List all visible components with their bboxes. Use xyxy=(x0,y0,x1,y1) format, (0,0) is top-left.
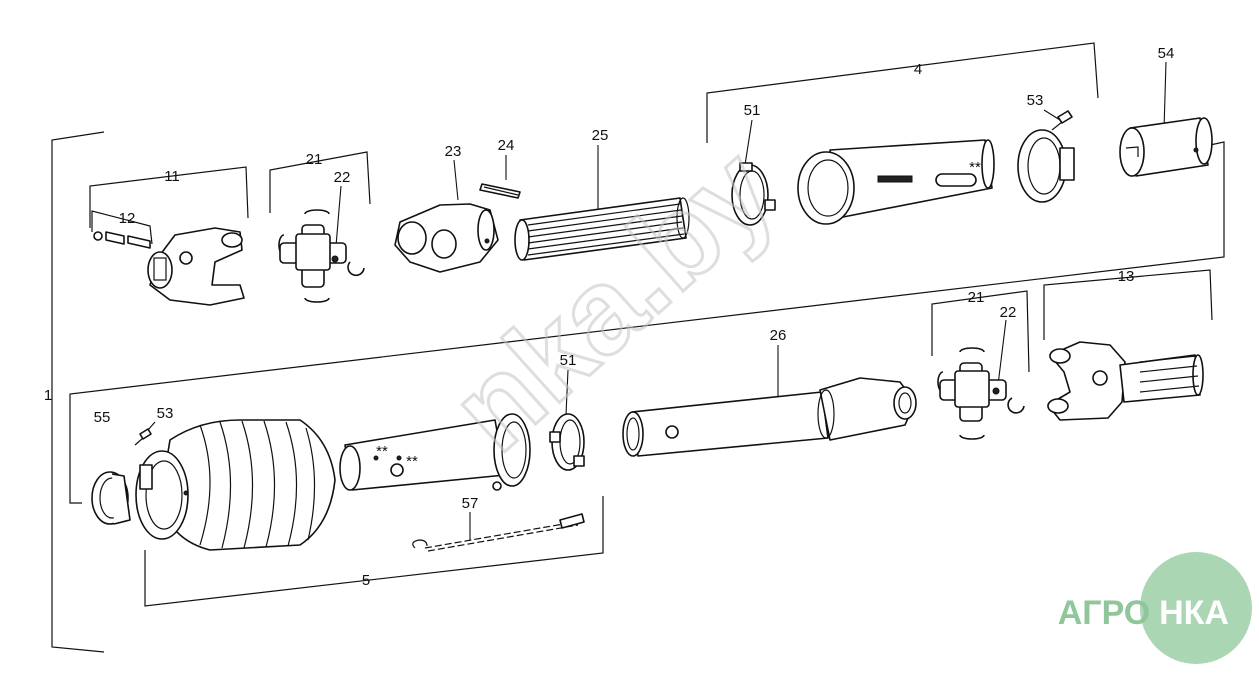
bracket-21-right xyxy=(931,290,1030,373)
part-24-spring-pin xyxy=(479,183,521,199)
part-12-pin-set xyxy=(93,231,151,249)
callout-21-right: 21 xyxy=(968,289,985,306)
callout-21-left: 21 xyxy=(306,151,323,168)
bracket-12 xyxy=(91,210,153,245)
part-25-spline-shaft xyxy=(514,197,690,261)
callout-55: 55 xyxy=(94,409,111,426)
callout-24: 24 xyxy=(498,137,515,154)
callout-53-lower: 53 xyxy=(157,405,174,422)
part-11-yoke xyxy=(147,227,245,306)
part-51-bearing-ring-lower xyxy=(549,413,585,471)
callout-12: 12 xyxy=(119,210,136,227)
callout-13: 13 xyxy=(1118,268,1135,285)
part-51-bearing-ring-upper xyxy=(731,162,776,226)
callout-57: 57 xyxy=(462,495,479,512)
callout-26: 26 xyxy=(770,327,787,344)
logo-agronka: АГРО НКА xyxy=(1058,552,1252,664)
part-55-collar xyxy=(91,471,131,525)
bracket-11 xyxy=(89,166,249,228)
part-guard-tube-upper xyxy=(797,139,995,225)
leader-lines xyxy=(147,61,1167,540)
star-mark-upper: ** xyxy=(969,159,981,176)
callout-25: 25 xyxy=(592,127,609,144)
star-mark-lower-a: ** xyxy=(376,443,388,460)
callout-22-right: 22 xyxy=(1000,304,1017,321)
part-bellows-guard xyxy=(135,419,336,551)
part-57-chain xyxy=(412,513,585,552)
part-21-left-cross xyxy=(278,209,365,303)
bracket-13 xyxy=(1043,269,1213,340)
part-53-screw-upper xyxy=(1051,110,1073,131)
callout-22-left: 22 xyxy=(334,169,351,186)
part-54-sleeve xyxy=(1119,117,1213,177)
part-13-yoke-spline xyxy=(1047,341,1204,421)
callout-labels: 1 4 5 11 12 13 21 21 22 22 23 24 25 26 5… xyxy=(44,45,1175,589)
bracket-21-left xyxy=(269,151,371,213)
star-mark-lower-b: ** xyxy=(406,453,418,470)
callout-51-lower: 51 xyxy=(560,352,577,369)
callout-4: 4 xyxy=(914,61,922,78)
logo-text-left: АГРО xyxy=(1058,594,1151,632)
bracket-4 xyxy=(706,42,1099,143)
part-23-yoke xyxy=(394,203,499,273)
part-guard-cone-upper xyxy=(1017,129,1075,203)
bracket-5 xyxy=(144,496,604,607)
callout-54: 54 xyxy=(1158,45,1175,62)
bracket-outline-shaft xyxy=(69,141,1225,504)
callout-1: 1 xyxy=(44,387,52,404)
callout-11: 11 xyxy=(164,168,180,185)
part-guard-tube-lower xyxy=(339,413,531,491)
callout-5: 5 xyxy=(362,572,370,589)
part-26-outer-tube xyxy=(622,377,917,457)
callout-53-upper: 53 xyxy=(1027,92,1044,109)
part-53-screw-lower xyxy=(134,428,152,446)
part-21-right-cross xyxy=(937,347,1025,440)
callout-23: 23 xyxy=(445,143,462,160)
bracket-1 xyxy=(51,131,105,653)
logo-text-center: НКА xyxy=(1159,594,1229,632)
callout-51-upper: 51 xyxy=(744,102,761,119)
